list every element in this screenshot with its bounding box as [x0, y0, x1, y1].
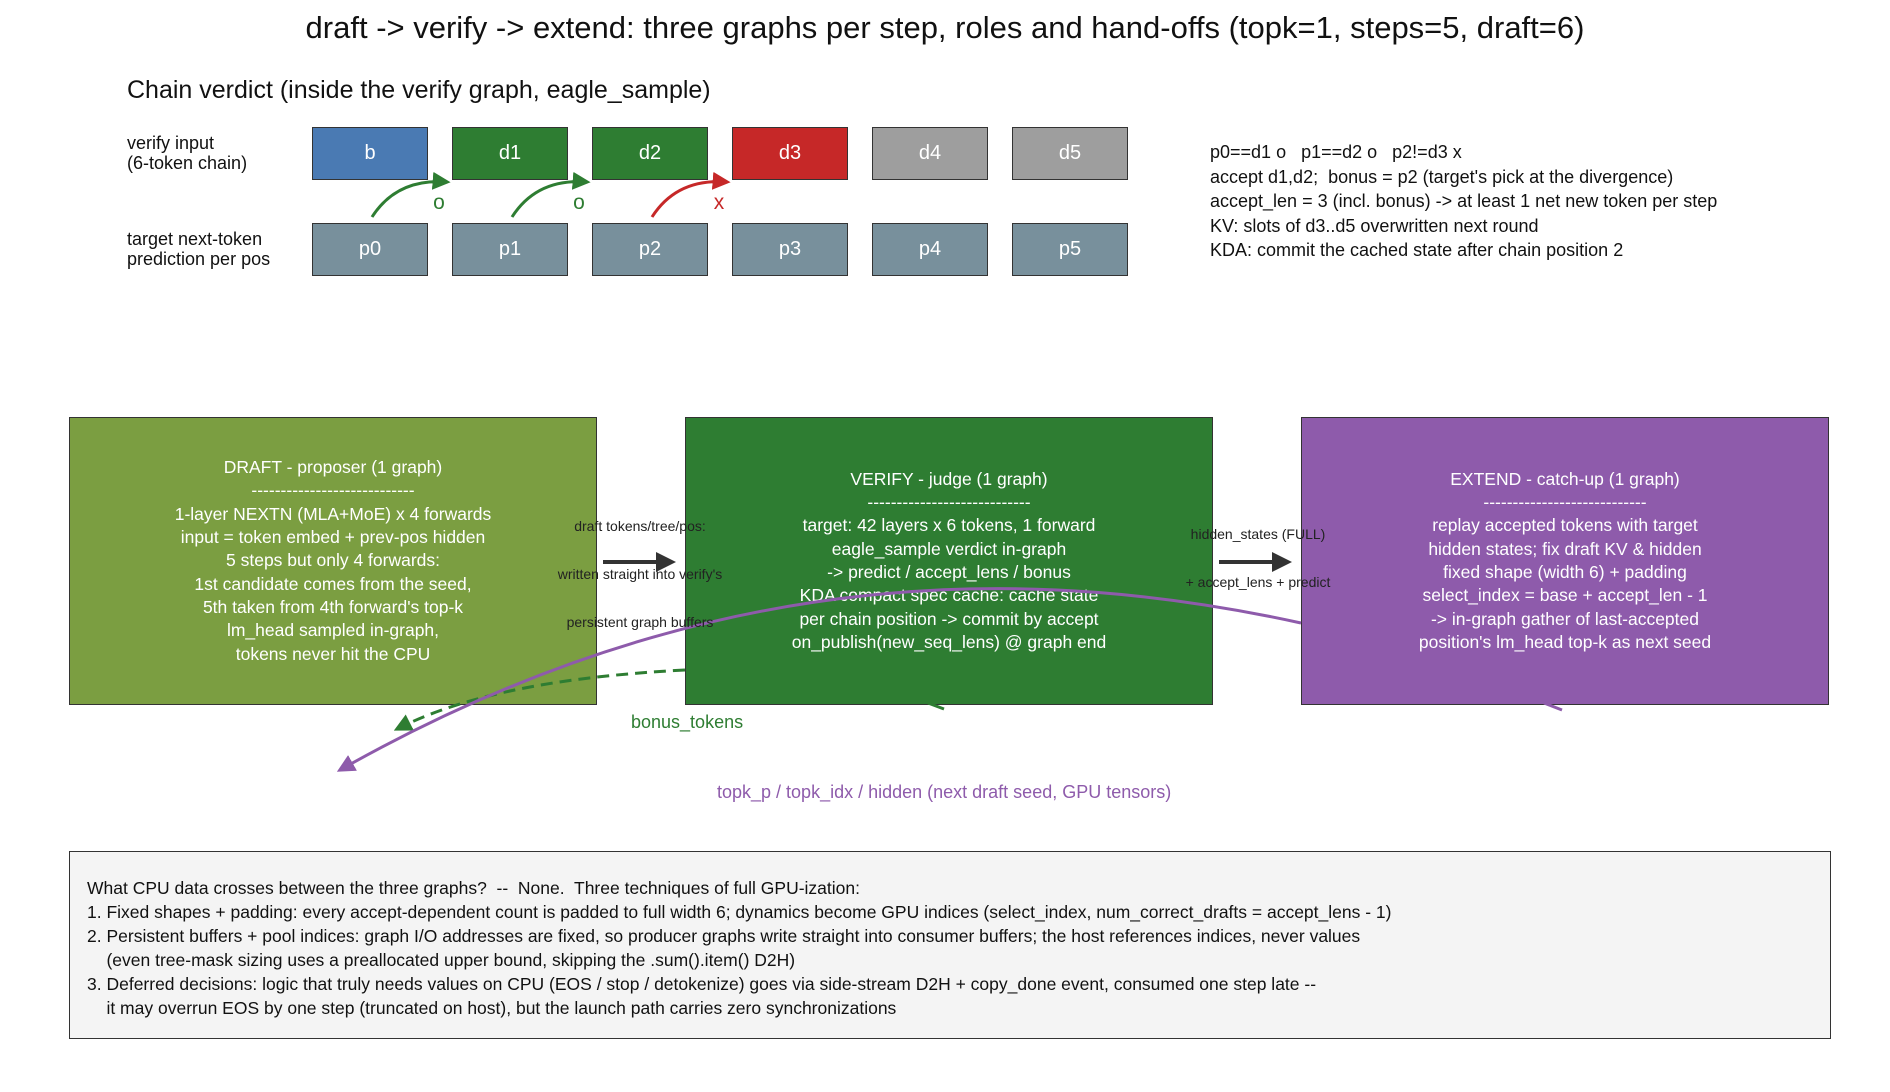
chain-verdict-subtitle: Chain verdict (inside the verify graph, … [127, 76, 711, 104]
bonus-tokens-arrow [393, 668, 686, 731]
note-line: accept d1,d2; bonus = p2 (target's pick … [1210, 166, 1674, 187]
note-line: KV: slots of d3..d5 overwritten next rou… [1210, 215, 1539, 236]
target-token-p1: p1 [452, 223, 568, 276]
diagram-title: draft -> verify -> extend: three graphs … [305, 10, 1585, 45]
stage-line: -> predict / accept_lens / bonus [827, 562, 1071, 582]
match-arrow-2 [650, 171, 731, 218]
summary-line: it may overrun EOS by one step (truncate… [87, 998, 897, 1018]
stage-line: lm_head sampled in-graph, [226, 620, 440, 641]
stage-line: target: 42 layers x 6 tokens, 1 forward [802, 515, 1096, 536]
topk-tail-mark [1543, 701, 1563, 712]
stage-title: VERIFY - judge (1 graph) [850, 468, 1048, 489]
target-prediction-label: target next-token prediction per pos [127, 229, 271, 269]
stage-line: ---------------------------- [1483, 492, 1647, 513]
summary-line: What CPU data crosses between the three … [87, 878, 860, 898]
match-arrow-0 [370, 171, 451, 218]
stage-line: fixed shape (width 6) + padding [1443, 562, 1687, 582]
stage-line: input = token embed + prev-pos hidden [180, 527, 486, 548]
target-token-p5: p5 [1012, 223, 1128, 276]
summary-line: (even tree-mask sizing uses a preallocat… [87, 950, 796, 970]
draft-stage-box: DRAFT - proposer (1 graph)--------------… [69, 417, 597, 705]
verify-token-d4: d4 [872, 127, 988, 180]
stage-title: EXTEND - catch-up (1 graph) [1450, 468, 1680, 489]
stage-line: hidden states; fix draft KV & hidden [1428, 538, 1702, 559]
target-token-p2: p2 [592, 223, 708, 276]
chain-notes: p0==d1 o p1==d2 o p2!=d3 x accept d1,d2;… [1210, 140, 1717, 263]
summary-line: 1. Fixed shapes + padding: every accept-… [87, 902, 1392, 922]
note-line: accept_len = 3 (incl. bonus) -> at least… [1210, 191, 1718, 211]
stage-line: ---------------------------- [251, 480, 415, 501]
stage-line: on_publish(new_seq_lens) @ graph end [791, 631, 1107, 652]
stage-line: replay accepted tokens with target [1432, 515, 1698, 536]
target-token-p0: p0 [312, 223, 428, 276]
bonus-tokens-label: bonus_tokens [631, 712, 744, 732]
gpu-ization-summary: What CPU data crosses between the three … [69, 851, 1831, 1039]
match-arrow-1 [510, 171, 591, 218]
verify-input-label: verify input (6-token chain) [127, 133, 248, 173]
target-token-p3: p3 [732, 223, 848, 276]
summary-line: 2. Persistent buffers + pool indices: gr… [87, 926, 1361, 946]
verify-stage-box: VERIFY - judge (1 graph) ----------------… [685, 417, 1213, 705]
summary-line: 3. Deferred decisions: logic that truly … [87, 974, 1317, 994]
topk-seed-label: topk_p / topk_idx / hidden (next draft s… [717, 782, 1172, 802]
match-mark-0: o [433, 191, 445, 214]
verify-to-extend-label: hidden_states (FULL) + accept_lens + pre… [1185, 526, 1331, 590]
verify-token-d3: d3 [732, 127, 848, 180]
stage-title: DRAFT - proposer (1 graph) [223, 457, 443, 478]
verify-token-d5: d5 [1012, 127, 1128, 180]
verify-token-d2: d2 [592, 127, 708, 180]
target-token-p4: p4 [872, 223, 988, 276]
note-line: p0==d1 o p1==d2 o p2!=d3 x [1210, 142, 1462, 162]
bonus-tail-mark [927, 701, 945, 711]
draft-to-verify-label: draft tokens/tree/pos: written straight … [557, 518, 723, 630]
stage-line: -> in-graph gather of last-accepted [1430, 608, 1699, 629]
stage-line: position's lm_head top-k as next seed [1418, 631, 1712, 652]
stage-line: 5th taken from 4th forward's top-k [202, 596, 464, 617]
match-mark-1: o [573, 191, 585, 214]
topk-seed-arrow [336, 587, 1302, 772]
stage-line: tokens never hit the CPU [235, 643, 431, 664]
note-line: KDA: commit the cached state after chain… [1210, 240, 1624, 260]
stage-line: 5 steps but only 4 forwards: [226, 550, 440, 571]
verify-token-d1: d1 [452, 127, 568, 180]
extend-stage-box: EXTEND - catch-up (1 graph) -------------… [1301, 417, 1829, 705]
stage-line: 1-layer NEXTN (MLA+MoE) x 4 forwards [174, 503, 492, 524]
stage-line: ---------------------------- [867, 492, 1031, 513]
stage-line: 1st candidate comes from the seed, [194, 573, 472, 594]
verify-token-b: b [312, 127, 428, 180]
stage-line: per chain position -> commit by accept [799, 608, 1099, 629]
stage-line: eagle_sample verdict in-graph [831, 538, 1067, 559]
stage-line: select_index = base + accept_len - 1 [1422, 585, 1708, 606]
match-mark-2: x [714, 191, 725, 214]
